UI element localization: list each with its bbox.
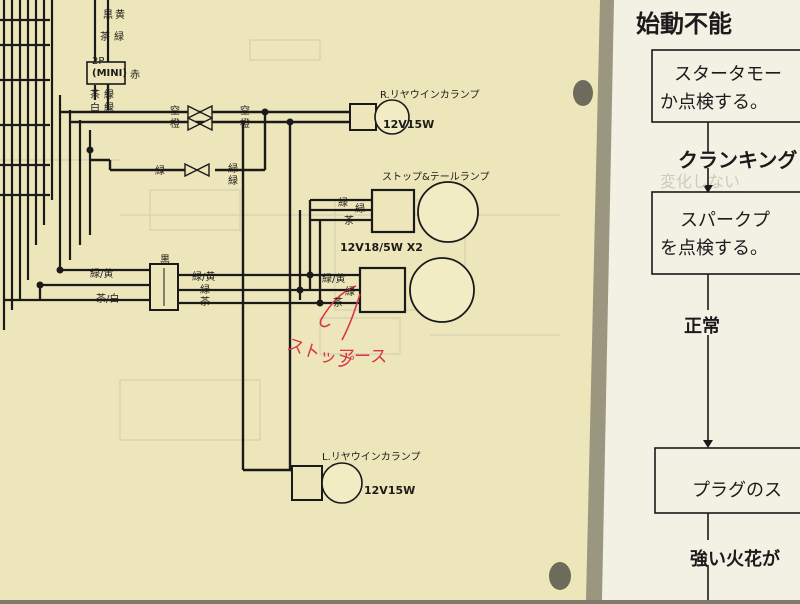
section-heading: 始動不能 [636, 10, 732, 38]
r-rear-winker-bulb [374, 99, 410, 135]
connector-label-mini: (MINI) [92, 68, 127, 79]
l-rear-winker-spec: 12V15W [364, 484, 416, 497]
r-rear-winker-label: R.リヤウインカランプ [380, 90, 480, 101]
junction-dots [36, 108, 324, 307]
red-annotation-marks [319, 285, 361, 341]
stop-tail-lamp-spec: 12V18/5W X2 [340, 241, 423, 254]
l-rear-winker-socket [291, 465, 323, 501]
l-rear-winker-label: L.リヤウインカランプ [322, 452, 421, 463]
flow-box-2-line-1: スパークプ [680, 210, 770, 231]
wire-label-sky-1: 空 [170, 106, 180, 117]
flow-box-2-line-2: を点検する。 [660, 238, 768, 259]
wire-label-white: 白 [90, 103, 100, 114]
wire-label-stop-brown: 茶 [344, 216, 354, 227]
r-rear-winker-spec: 12V15W [383, 118, 435, 131]
wire-label-green-5: 緑 [228, 164, 238, 175]
flow-step-strong-spark: 強い火花が [690, 549, 780, 570]
wire-label-green-3: 緑 [104, 103, 114, 114]
wire-label-green-6: 緑 [228, 176, 238, 187]
binder-hole-top [573, 80, 593, 106]
left-page-paper [0, 0, 612, 600]
stop-tail-socket-lower [358, 266, 407, 314]
wire-label-orange-2: 橙 [240, 119, 250, 130]
page-spine-shadow [586, 0, 614, 600]
wire-label-green-yellow-left: 緑/黄 [90, 269, 114, 280]
flow-result-normal: 正常 [684, 316, 720, 337]
wire-label-black: 黒 [103, 10, 113, 21]
wire-label-green-2: 緑 [104, 90, 114, 101]
wire-label-stop-green-2: 緑 [355, 204, 365, 215]
wire-label-red: 赤 [130, 70, 140, 81]
wire-label-brown-right: 茶 [333, 298, 343, 309]
binder-hole-bottom [549, 562, 571, 590]
flowchart-arrowheads [703, 185, 713, 448]
right-page-paper [588, 0, 800, 600]
flow-step-cranking: クランキング [678, 148, 798, 172]
connector-black-label: 黒 [160, 255, 170, 266]
wire-label-green-right: 緑 [345, 287, 355, 298]
wire-harness [0, 0, 110, 330]
connector-label-2p: 2P [92, 56, 105, 67]
flow-box-3-text: プラグのス [692, 480, 782, 501]
flow-box-1-line-2: か点検する。 [660, 92, 768, 113]
stop-tail-bulb-lower [409, 257, 475, 323]
stop-tail-bulb-upper [417, 181, 479, 243]
stop-tail-socket-upper [370, 188, 416, 234]
bullet-connectors [184, 104, 213, 178]
stop-tail-wires [4, 198, 372, 305]
wire-label-sky-2: 空 [240, 106, 250, 117]
annotation-earth: アース [338, 347, 388, 367]
l-rear-winker-bulb [321, 462, 363, 504]
flow-box-2 [651, 191, 800, 275]
flowchart [651, 49, 800, 600]
connector-2p-mini [86, 61, 126, 85]
wire-label-yellow: 黄 [115, 10, 125, 21]
wire-label-green-mid: 緑 [200, 285, 210, 296]
ghost-text-no-change: 変化しない [660, 172, 741, 191]
wire-label-stop-green: 緑 [338, 198, 348, 209]
wire-label-brown-mid: 茶 [200, 297, 210, 308]
flow-box-1-line-1: スタータモー [674, 64, 782, 85]
wire-label-green-yellow-mid: 緑/黄 [192, 272, 216, 283]
wire-label-green-4: 緑 [155, 166, 165, 177]
wire-label-green: 緑 [114, 32, 124, 43]
wire-label-brown: 茶 [100, 32, 110, 43]
stop-tail-lamp-label: ストップ&テールランプ [382, 172, 490, 183]
wire-label-green-yellow-right: 緑/黄 [322, 274, 346, 285]
r-rear-winker-socket [349, 103, 377, 131]
flow-box-1 [651, 49, 800, 123]
wire-label-orange-1: 橙 [170, 119, 180, 130]
wire-label-brown-white-left: 茶/白 [96, 294, 120, 305]
wire-label-brown-2: 茶 [90, 90, 100, 101]
flow-box-3 [654, 447, 800, 514]
